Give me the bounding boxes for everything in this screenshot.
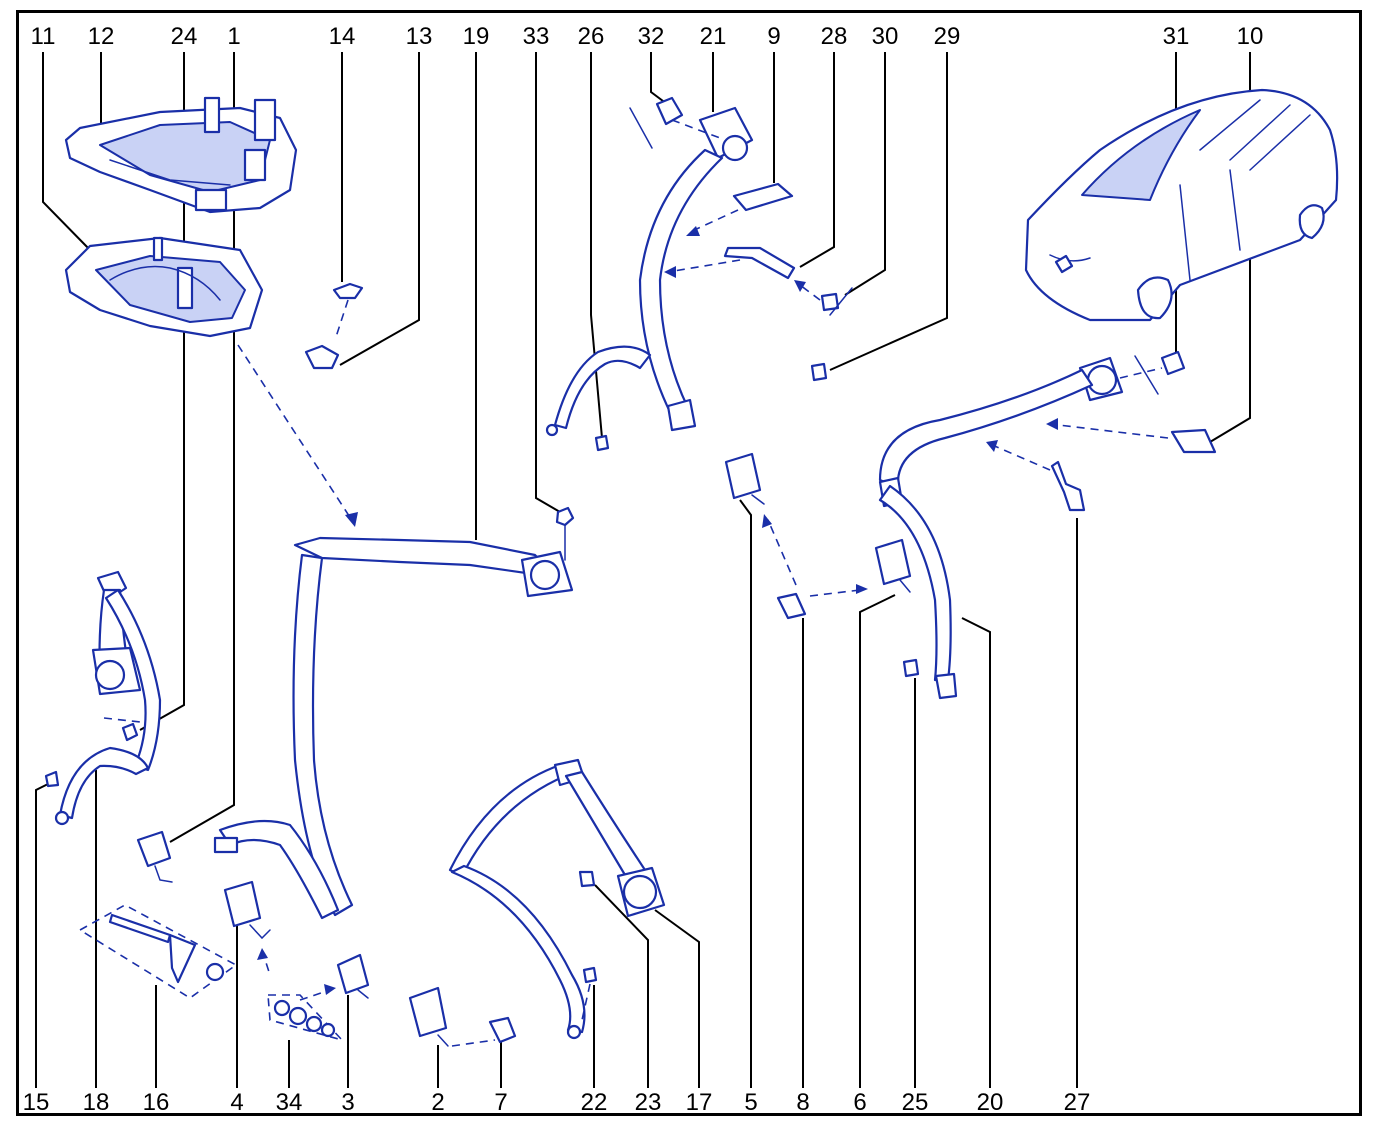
label-11: 11 [31,23,56,50]
leader-26 [590,52,603,439]
label-6: 6 [853,1089,866,1116]
leader-23 [594,884,649,1088]
label-18: 18 [83,1089,110,1116]
arrow-console [345,512,358,527]
label-5: 5 [744,1089,757,1116]
label-21: 21 [700,23,727,50]
leader-30 [844,52,886,296]
front-left-belt [545,96,853,452]
front-right-belt [878,350,1217,700]
label-16: 16 [143,1089,170,1116]
label-34: 34 [276,1089,303,1116]
label-23: 23 [635,1089,662,1116]
label-8: 8 [796,1089,809,1116]
leader-6 [859,594,896,1088]
label-30: 30 [872,23,899,50]
leader-15 [35,783,49,1088]
label-29: 29 [934,23,961,50]
label-1: 1 [227,23,240,50]
label-4: 4 [230,1089,243,1116]
buckle-1 [136,830,173,883]
top-labels: 11 12 24 1 14 13 19 33 26 32 21 9 28 30 … [31,23,1264,50]
label-26: 26 [578,23,605,50]
label-13: 13 [406,23,433,50]
washers-34 [267,984,345,1042]
label-2: 2 [431,1089,444,1116]
leader-lines [35,52,1251,1088]
label-10: 10 [1237,23,1264,50]
label-12: 12 [88,23,115,50]
label-20: 20 [977,1089,1004,1116]
rear-right-belt [448,758,666,1040]
leader-20 [961,617,991,1088]
label-7: 7 [494,1089,507,1116]
label-17: 17 [686,1089,713,1116]
bolt-8 [776,584,868,620]
car-illustration [1024,88,1339,322]
leader-33 [535,52,561,513]
leader-13 [339,52,420,366]
label-28: 28 [821,23,848,50]
buckle-2 [408,986,496,1047]
leader-5 [739,499,752,1088]
bolt-25 [902,658,920,678]
label-14: 14 [329,23,356,50]
label-31: 31 [1163,23,1190,50]
rear-left-belt [44,570,162,826]
label-3: 3 [341,1089,354,1116]
buckle-4 [223,880,271,976]
leader-11 [42,52,93,253]
label-19: 19 [463,23,490,50]
roof-console-upper [64,96,298,214]
label-24: 24 [171,23,198,50]
buckle-5 [724,452,797,586]
label-33: 33 [523,23,550,50]
leader-17 [654,909,700,1088]
clip-13 [304,344,340,370]
leader-32 [650,52,668,105]
buckle-3 [336,953,370,999]
bolt-7 [488,1016,517,1044]
bottom-labels: 15 18 16 4 34 3 2 7 22 23 17 5 8 6 25 20… [23,1089,1091,1116]
leader-28 [799,52,835,268]
label-22: 22 [581,1089,608,1116]
label-27: 27 [1064,1089,1091,1116]
center-rear-belt [213,506,575,920]
leader-29 [829,52,948,371]
label-15: 15 [23,1089,50,1116]
dash-console-to-belt [237,344,356,526]
clip-14 [332,282,364,341]
buckle-6 [874,538,912,593]
label-32: 32 [638,23,665,50]
label-25: 25 [902,1089,929,1116]
label-9: 9 [767,23,780,50]
roof-console-lower [64,236,264,338]
anchor-kit-16 [78,904,238,999]
